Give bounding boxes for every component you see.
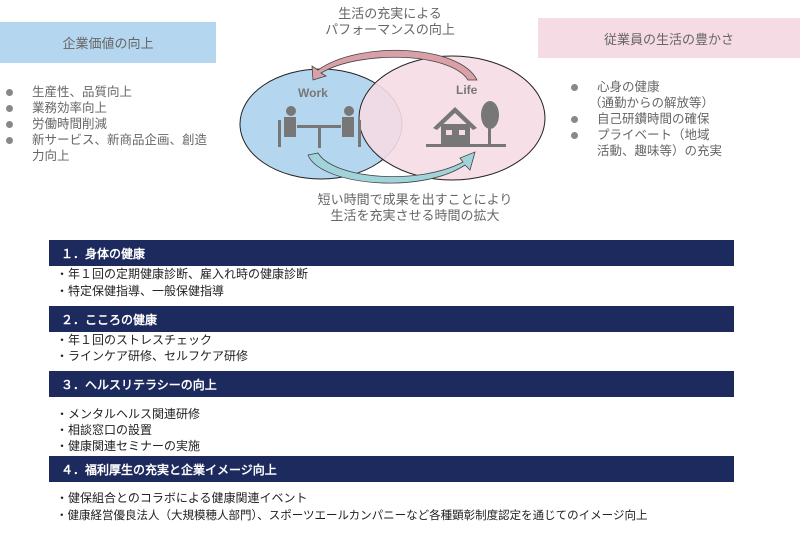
list-item: プライベート（地域 [565, 127, 722, 143]
caption-line: 短い時間で成果を出すことにより [317, 193, 513, 208]
list-item: 自己研鑽時間の確保 [565, 111, 722, 127]
caption-line: パフォーマンスの向上 [325, 23, 455, 38]
section-item: ・健康経営優良法人（大規模穂人部門）、スポーツエールカンパニーなど各種顕彰制度認… [56, 508, 648, 522]
work-label: Work [298, 86, 328, 100]
corporate-value-box: 企業価値の向上 [0, 22, 216, 63]
section-banner-physical-health: １．身体の健康 [49, 240, 734, 266]
corporate-value-title: 企業価値の向上 [62, 37, 154, 52]
list-item: 新サービス、新商品企画、創造 [0, 132, 207, 148]
list-item: 生産性、品質向上 [0, 84, 207, 100]
house-icon [426, 101, 506, 147]
bottom-caption: 短い時間で成果を出すことにより 生活を充実させる時間の拡大 [300, 193, 530, 225]
work-life-venn: Work Life [239, 49, 546, 184]
arrow-to-work-icon [311, 49, 478, 81]
list-item: 活動、趣味等）の充実 [597, 143, 723, 158]
section-title: １．身体の健康 [61, 246, 146, 261]
section-item: ・メンタルヘルス関連研修 [56, 407, 201, 421]
top-caption: 生活の充実による パフォーマンスの向上 [300, 7, 480, 39]
list-item: 力向上 [32, 148, 70, 163]
section-banner-health-literacy: ３．ヘルスリテラシーの向上 [49, 371, 734, 397]
list-item: （通勤からの解放等） [589, 95, 715, 110]
arrow-to-life-icon [307, 151, 476, 184]
meeting-icon [278, 106, 361, 148]
list-item: 労働時間削減 [0, 116, 207, 132]
caption-line: 生活を充実させる時間の拡大 [330, 209, 500, 224]
section-item: ・年１回のストレスチェック [56, 333, 213, 347]
section-item: ・年１回の定期健康診断、雇入れ時の健康診断 [56, 267, 309, 281]
section-item: ・特定保健指導、一般保健指導 [56, 284, 225, 298]
section-banner-mental-health: ２．こころの健康 [49, 306, 734, 332]
list-item: 業務効率向上 [0, 100, 207, 116]
section-title: ３．ヘルスリテラシーの向上 [61, 377, 217, 392]
section-banner-welfare: ４．福利厚生の充実と企業イメージ向上 [49, 456, 734, 482]
life-label: Life [456, 83, 478, 97]
employee-life-list: 心身の健康 （通勤からの解放等） 自己研鑽時間の確保 プライベート（地域 活動、… [565, 79, 722, 159]
section-item: ・健保組合とのコラボによる健康関連イベント [56, 491, 308, 505]
employee-life-title: 従業員の生活の豊かさ [603, 32, 734, 48]
list-item: 心身の健康 [565, 79, 722, 95]
life-circle [358, 55, 546, 181]
section-title: ４．福利厚生の充実と企業イメージ向上 [61, 462, 277, 477]
section-item: ・ラインケア研修、セルフケア研修 [56, 349, 249, 363]
corporate-value-list: 生産性、品質向上 業務効率向上 労働時間削減 新サービス、新商品企画、創造 力向… [0, 84, 207, 164]
section-item: ・相談窓口の設置 [56, 423, 153, 437]
section-item: ・健康関連セミナーの実施 [56, 439, 201, 453]
section-title: ２．こころの健康 [61, 312, 158, 327]
caption-line: 生活の充実による [338, 7, 442, 22]
employee-life-box: 従業員の生活の豊かさ [538, 18, 800, 58]
